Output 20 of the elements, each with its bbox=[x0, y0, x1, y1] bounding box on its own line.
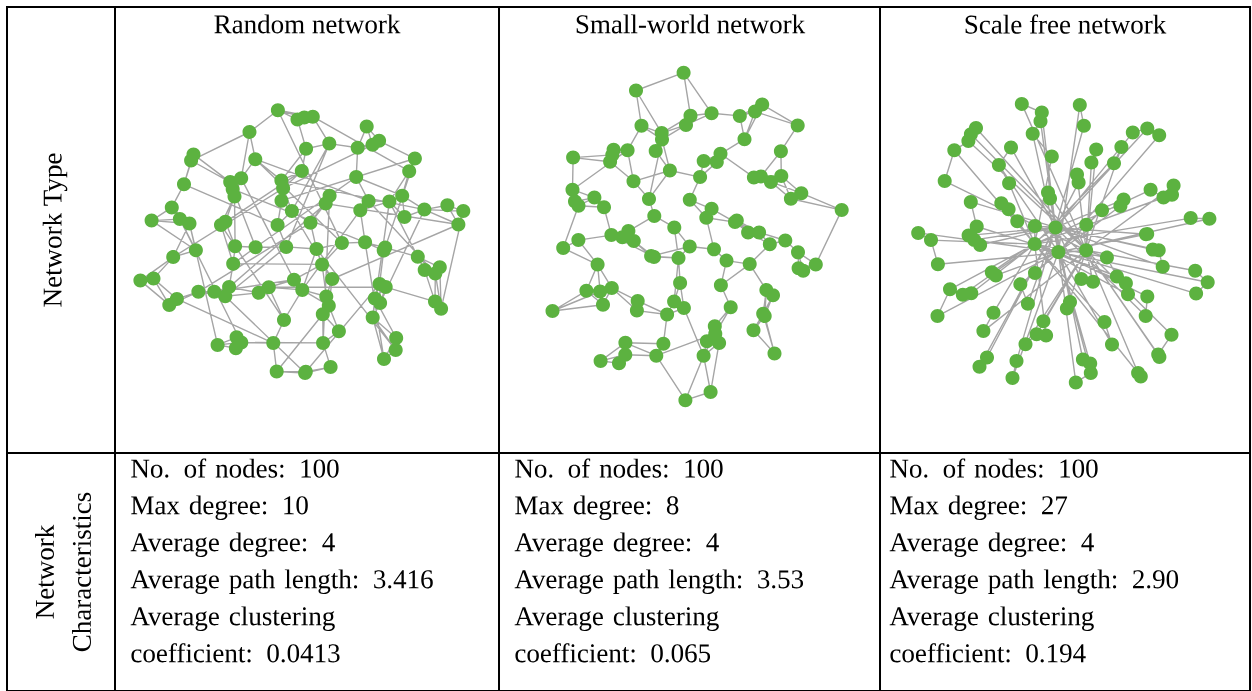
column-header: Random network bbox=[214, 14, 401, 34]
column-header: Scale free network bbox=[965, 14, 1167, 34]
cell-text: Average clustering coefficient: 0.194 bbox=[889, 606, 1094, 663]
row-header: Network Type bbox=[42, 153, 68, 307]
cell-text: Average degree: 4 bbox=[130, 532, 335, 557]
cell-text: Max degree: 27 bbox=[890, 495, 1068, 520]
cell-text: No. of nodes: 100 bbox=[131, 458, 339, 478]
cell-text: Average clustering coefficient: 0.0413 bbox=[130, 606, 340, 663]
cell-text: No. of nodes: 100 bbox=[890, 458, 1098, 478]
cell-text: No. of nodes: 100 bbox=[515, 458, 723, 478]
row-header: Network Characteristics bbox=[35, 492, 91, 652]
cell-text: Average degree: 4 bbox=[889, 532, 1094, 557]
column-header: Small-world network bbox=[576, 14, 806, 34]
cell-text: Average degree: 4 bbox=[514, 532, 719, 557]
cell-text: Average path length: 3.53 bbox=[514, 569, 804, 594]
cell-text: Average clustering coefficient: 0.065 bbox=[514, 606, 719, 663]
cell-text: Average path length: 2.90 bbox=[889, 569, 1179, 594]
cell-text: Max degree: 8 bbox=[515, 495, 679, 520]
cell-text: Average path length: 3.416 bbox=[130, 569, 433, 594]
cell-text: Max degree: 10 bbox=[131, 495, 308, 520]
